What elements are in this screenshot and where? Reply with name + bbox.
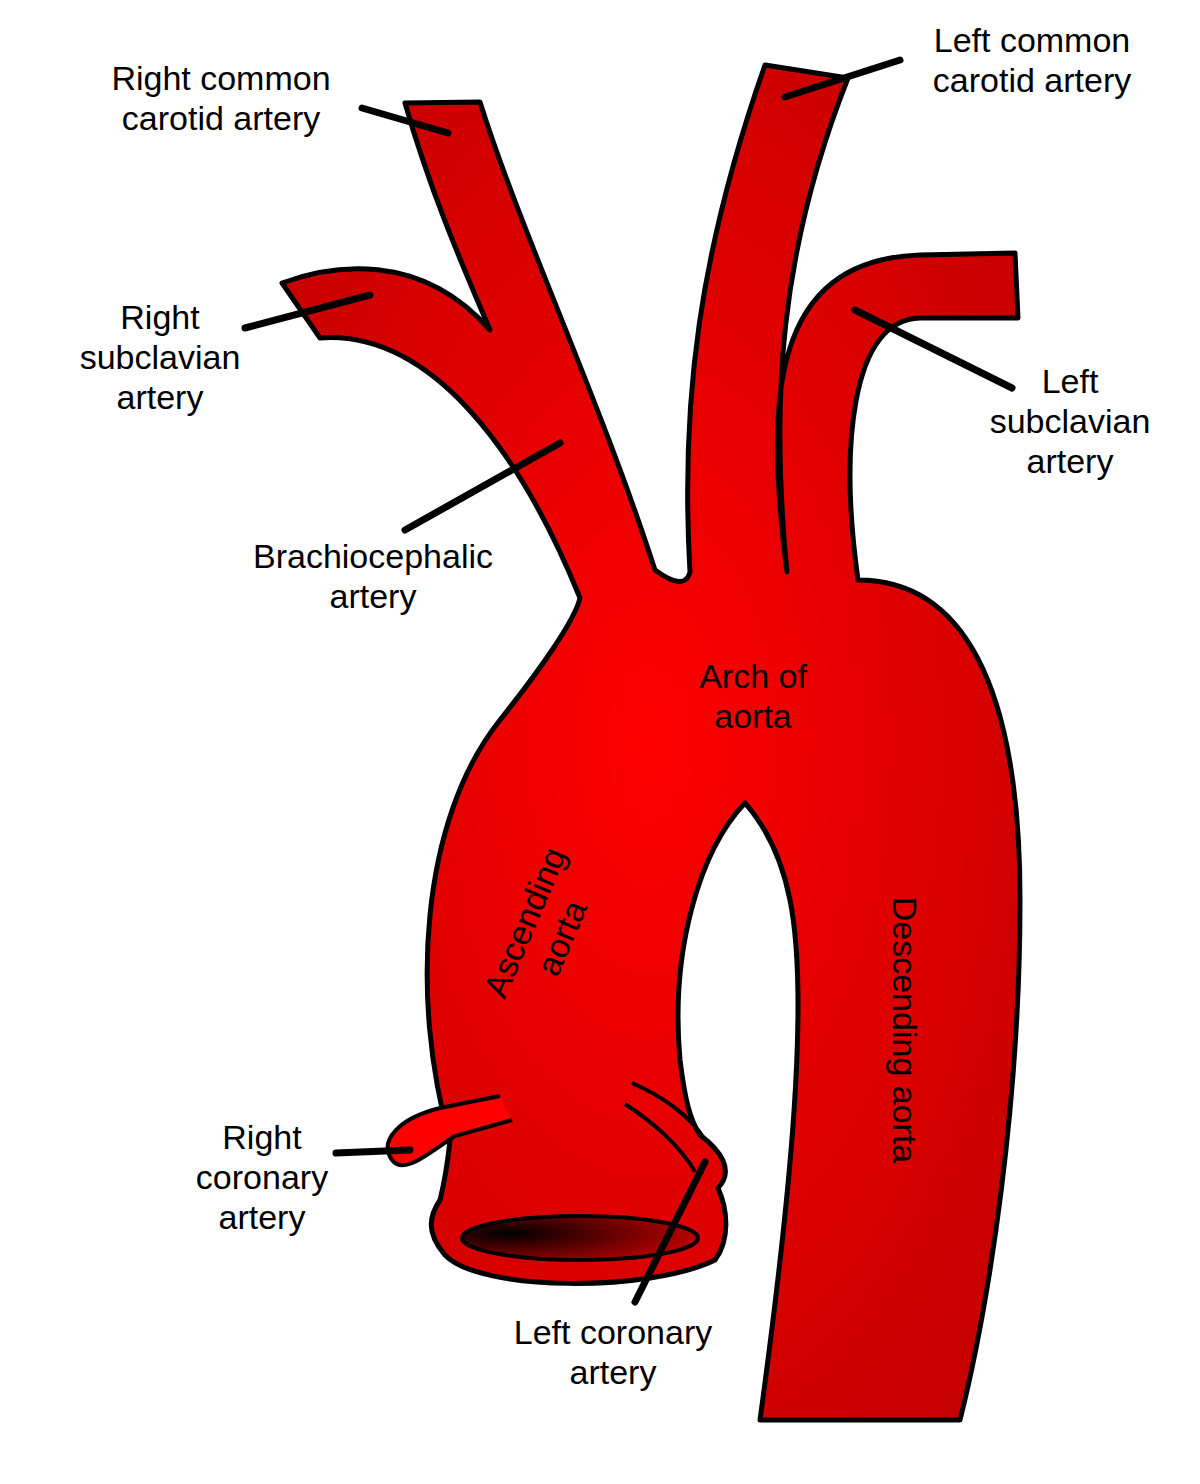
aorta-part-label: Arch of aorta bbox=[678, 656, 828, 736]
left-coronary-branch bbox=[625, 1083, 705, 1172]
leader-line bbox=[405, 443, 560, 530]
leader-line bbox=[362, 108, 448, 133]
aorta-outline bbox=[282, 65, 1020, 1420]
artery-label: Left common carotid artery bbox=[902, 20, 1162, 100]
right-coronary-branch bbox=[388, 1096, 512, 1165]
aorta-part-label: Descending aorta bbox=[885, 860, 925, 1200]
artery-label: Brachiocephalic artery bbox=[223, 536, 523, 616]
artery-label: Right subclavian artery bbox=[60, 297, 260, 417]
artery-label: Left subclavian artery bbox=[970, 361, 1170, 481]
artery-label: Right common carotid artery bbox=[86, 58, 356, 138]
leader-line bbox=[336, 1150, 410, 1153]
leader-line bbox=[785, 60, 900, 97]
leader-line bbox=[245, 295, 370, 328]
leader-line bbox=[855, 310, 1012, 388]
leader-line bbox=[635, 1162, 705, 1302]
leader-lines bbox=[245, 60, 1012, 1302]
aorta-part-label: Ascending aorta bbox=[471, 832, 615, 1029]
artery-label: Right coronary artery bbox=[162, 1117, 362, 1237]
artery-label: Left coronary artery bbox=[513, 1312, 713, 1392]
